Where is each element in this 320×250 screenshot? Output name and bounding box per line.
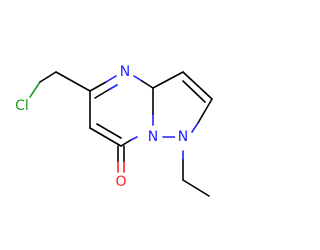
bond-c2-n1-n (191, 122, 199, 133)
chlorine-atom-label: Cl (15, 98, 29, 114)
bond-n4-c3a-n (133, 75, 143, 82)
bond-c3-c2 (182, 71, 213, 100)
bond-c6-c7 (89, 127, 122, 147)
chemical-structure-diagram: Cl N N N O (12, 64, 213, 197)
bond-c5-n4-double-n (109, 84, 118, 90)
bond-c2-n1 (197, 98, 213, 124)
bond-c5-n4-double (94, 88, 111, 99)
atom-labels: Cl N N N O (12, 64, 191, 190)
bond-c3a-c3 (152, 71, 184, 89)
bond-c7-n8 (120, 139, 132, 147)
bonds (29, 71, 213, 197)
nitrogen-ring-top-label: N (120, 64, 130, 80)
bond-c7-n8-n (130, 136, 138, 141)
oxygen-atom-label: O (115, 174, 126, 190)
nitrogen-ethyl-label: N (178, 129, 188, 145)
bond-c3-c2-double (182, 80, 206, 103)
bond-n4-c3a (141, 80, 154, 89)
bond-c6-c7-double (96, 123, 122, 139)
bond-c5-n4-n (105, 75, 117, 83)
bond-cl-ch2 (29, 81, 41, 98)
nitrogen-bridge-label: N (148, 129, 158, 145)
bond-ch2-c5 (55, 71, 91, 92)
bond-cl-ch2-black (39, 71, 57, 83)
bond-c5-n4 (89, 81, 107, 92)
bond-ethyl-ch3 (182, 179, 210, 197)
